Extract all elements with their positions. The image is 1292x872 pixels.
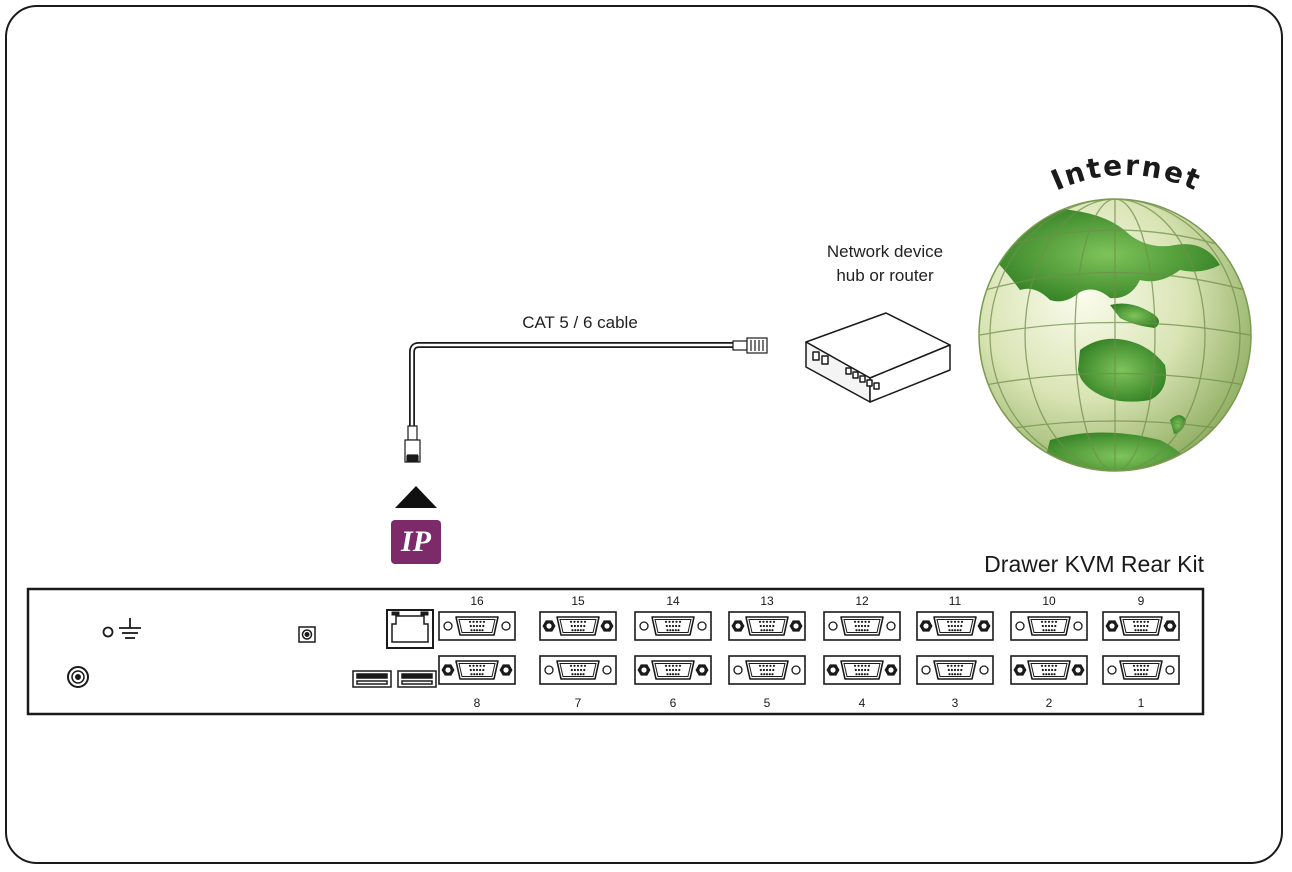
port-number-label: 12 <box>855 594 869 608</box>
port-number-label: 9 <box>1138 594 1145 608</box>
vga-port-10 <box>1010 611 1088 641</box>
vga-port-2 <box>1010 655 1088 685</box>
router-icon <box>805 312 951 403</box>
port-number-label: 2 <box>1046 696 1053 710</box>
port-number-label: 5 <box>764 696 771 710</box>
kit-title: Drawer KVM Rear Kit <box>984 551 1204 577</box>
vga-port-16 <box>438 611 516 641</box>
usb-port-icon <box>352 670 437 688</box>
vga-port-15 <box>539 611 617 641</box>
port-number-label: 3 <box>952 696 959 710</box>
vga-port-1 <box>1102 655 1180 685</box>
ground-icon <box>102 618 141 639</box>
vga-port-11 <box>916 611 994 641</box>
port-number-label: 1 <box>1138 696 1145 710</box>
vga-port-6 <box>634 655 712 685</box>
ip-badge: IP <box>391 520 441 564</box>
vga-port-7 <box>539 655 617 685</box>
vga-port-13 <box>728 611 806 641</box>
network-device-sublabel: hub or router <box>836 266 934 285</box>
vga-port-14 <box>634 611 712 641</box>
reset-button-icon <box>298 626 316 643</box>
power-jack-icon <box>67 666 89 688</box>
network-device-label: Network device <box>826 242 944 261</box>
vga-port-3 <box>916 655 994 685</box>
port-number-label: 6 <box>670 696 677 710</box>
cat-cable <box>409 342 735 428</box>
vga-port-9 <box>1102 611 1180 641</box>
cable-label: CAT 5 / 6 cable <box>522 313 638 332</box>
port-number-label: 15 <box>571 594 585 608</box>
kvm-rear-panel: 16 15 14 13 12 11 10 9 8 7 6 5 4 3 2 1 <box>26 587 1205 716</box>
vga-port-5 <box>728 655 806 685</box>
port-number-label: 13 <box>760 594 774 608</box>
rj45-port-icon <box>386 609 434 649</box>
port-number-label: 14 <box>666 594 680 608</box>
vga-port-8 <box>438 655 516 685</box>
port-number-label: 11 <box>949 594 962 608</box>
port-number-label: 7 <box>575 696 582 710</box>
diagram-frame <box>5 5 1283 864</box>
up-arrow-icon <box>395 486 437 508</box>
globe-icon <box>978 198 1252 472</box>
port-number-label: 10 <box>1042 594 1056 608</box>
rj45-plug-right <box>732 337 768 354</box>
port-number-label: 4 <box>859 696 866 710</box>
port-number-label: 8 <box>474 696 481 710</box>
vga-port-12 <box>823 611 901 641</box>
port-number-label: 16 <box>470 594 484 608</box>
rj45-plug-bottom <box>404 425 421 463</box>
vga-port-4 <box>823 655 901 685</box>
internet-label: Internet <box>1046 149 1206 198</box>
